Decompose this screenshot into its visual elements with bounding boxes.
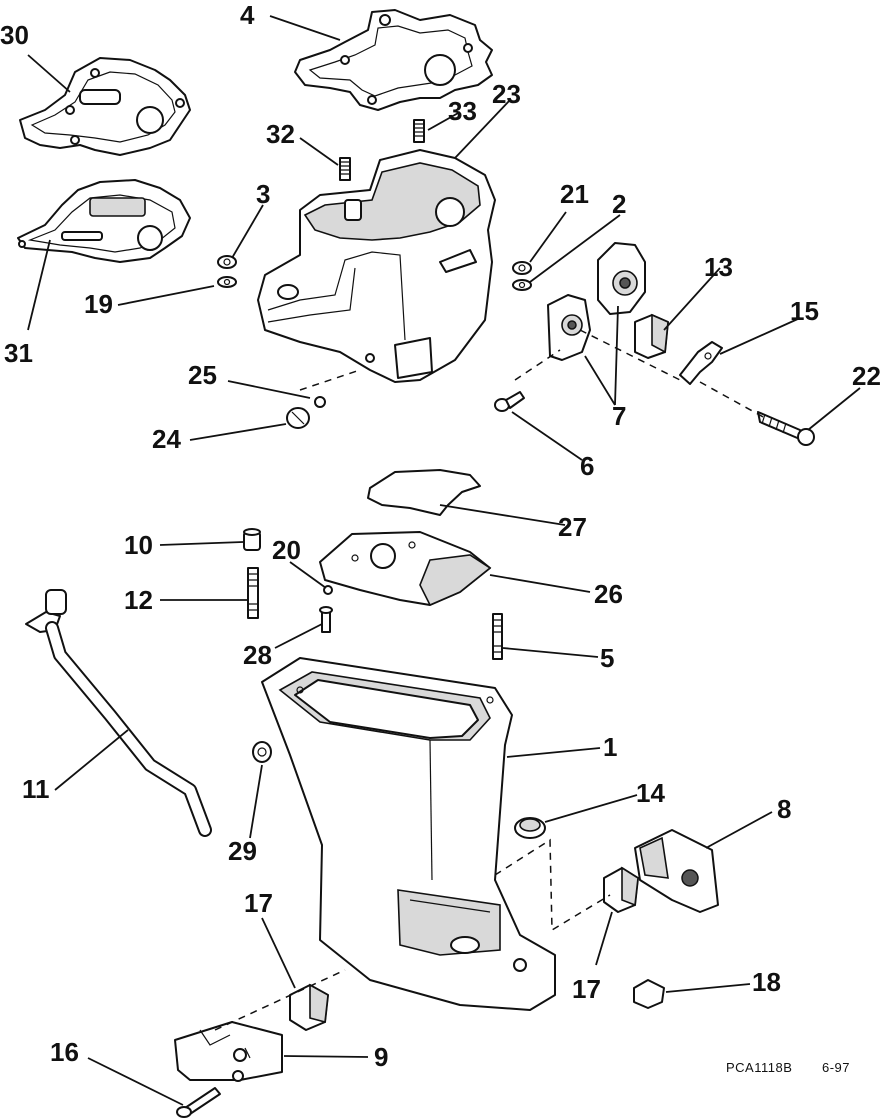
plug-24 bbox=[286, 407, 310, 429]
label-14: 14 bbox=[636, 778, 665, 808]
gasket-30 bbox=[19, 57, 191, 156]
mount-7-upper bbox=[597, 242, 646, 315]
label-21: 21 bbox=[560, 179, 589, 209]
o-ring-25 bbox=[314, 396, 326, 408]
label-8: 8 bbox=[777, 794, 791, 824]
label-29: 29 bbox=[228, 836, 257, 866]
dowel-10 bbox=[243, 528, 261, 551]
stud-5 bbox=[492, 613, 503, 660]
mount-17-left bbox=[289, 983, 329, 1031]
part-labels: 4 30 23 33 32 3 21 2 13 15 19 31 25 22 7… bbox=[0, 0, 881, 1072]
label-27: 27 bbox=[558, 512, 587, 542]
seal-27 bbox=[367, 469, 481, 516]
mount-7-lower bbox=[547, 294, 591, 361]
bolt-22 bbox=[757, 411, 815, 446]
stud-12 bbox=[247, 567, 259, 619]
grommet-29 bbox=[252, 741, 272, 763]
label-18: 18 bbox=[752, 967, 781, 997]
mount-17-right bbox=[603, 866, 639, 913]
label-17-right: 17 bbox=[572, 974, 601, 1004]
label-17-left: 17 bbox=[244, 888, 273, 918]
stud-33 bbox=[413, 119, 425, 143]
label-23: 23 bbox=[492, 79, 521, 109]
figure-date: 6-97 bbox=[822, 1060, 850, 1075]
label-28: 28 bbox=[243, 640, 272, 670]
washer-19 bbox=[217, 276, 237, 288]
label-26: 26 bbox=[594, 579, 623, 609]
leader-lines bbox=[27, 15, 861, 1106]
nut-3 bbox=[217, 255, 237, 269]
label-32: 32 bbox=[266, 119, 295, 149]
bracket-15 bbox=[679, 341, 723, 385]
stud-32 bbox=[339, 157, 351, 181]
label-15: 15 bbox=[790, 296, 819, 326]
label-9: 9 bbox=[374, 1042, 388, 1072]
washer-2 bbox=[512, 279, 532, 291]
exhaust-housing-1 bbox=[261, 657, 556, 1011]
label-13: 13 bbox=[704, 252, 733, 282]
label-20: 20 bbox=[272, 535, 301, 565]
screw-6 bbox=[494, 391, 525, 412]
nut-21 bbox=[512, 261, 532, 275]
figure-caption: PCA1118B 6-97 bbox=[726, 1060, 850, 1075]
label-6: 6 bbox=[580, 451, 594, 481]
cover-9 bbox=[174, 1021, 283, 1082]
label-7: 7 bbox=[612, 401, 626, 431]
label-2: 2 bbox=[612, 189, 626, 219]
cover-8 bbox=[634, 829, 719, 913]
water-tube-11 bbox=[25, 589, 212, 837]
label-30: 30 bbox=[0, 20, 29, 50]
screw-28 bbox=[319, 606, 333, 633]
label-5: 5 bbox=[600, 643, 614, 673]
mount-18 bbox=[633, 979, 665, 1009]
label-19: 19 bbox=[84, 289, 113, 319]
label-16: 16 bbox=[50, 1037, 79, 1067]
plate-26 bbox=[319, 531, 492, 607]
adapter-housing-23 bbox=[257, 149, 496, 383]
mount-13 bbox=[634, 313, 669, 359]
mount-14 bbox=[514, 817, 546, 839]
label-4: 4 bbox=[240, 0, 255, 30]
gasket-4 bbox=[294, 9, 493, 111]
screw-16 bbox=[176, 1087, 221, 1118]
label-24: 24 bbox=[152, 424, 181, 454]
figure-code: PCA1118B bbox=[726, 1060, 792, 1075]
label-22: 22 bbox=[852, 361, 881, 391]
gasket-31 bbox=[17, 179, 191, 263]
label-10: 10 bbox=[124, 530, 153, 560]
label-33: 33 bbox=[448, 96, 477, 126]
label-25: 25 bbox=[188, 360, 217, 390]
label-1: 1 bbox=[603, 732, 617, 762]
label-12: 12 bbox=[124, 585, 153, 615]
label-31: 31 bbox=[4, 338, 33, 368]
alignment-lines bbox=[214, 329, 766, 1031]
label-3: 3 bbox=[256, 179, 270, 209]
label-11: 11 bbox=[22, 774, 50, 804]
